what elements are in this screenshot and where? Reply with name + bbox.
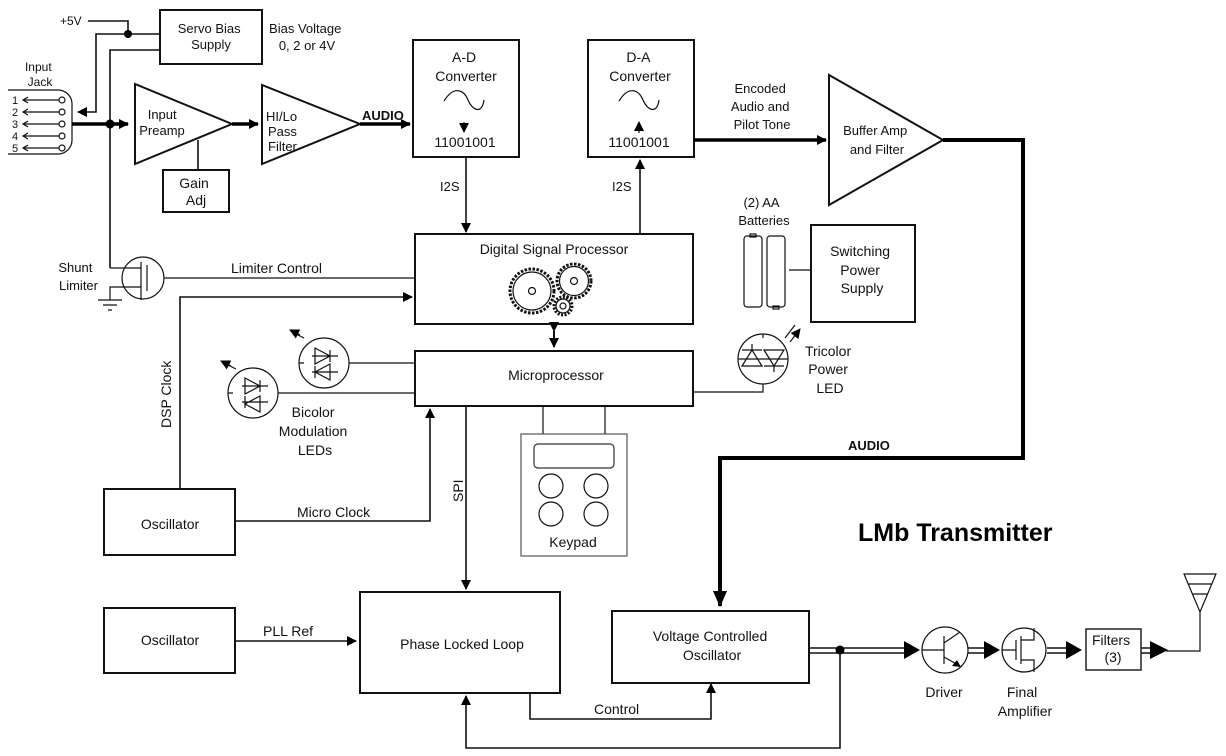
micro-clock-wire	[235, 408, 435, 522]
hilo-filter-label: HI/Lo Pass Filter	[266, 109, 301, 154]
filters-block	[1085, 628, 1142, 671]
final-amp-label: Final Amplifier	[998, 684, 1053, 719]
bicolor-leds-label: Bicolor Modulation LEDs	[279, 404, 351, 458]
oscillator-pll-label: Oscillator	[141, 632, 200, 648]
svg-text:4: 4	[12, 131, 18, 143]
dsp-clock-wire	[179, 292, 413, 488]
tricolor-led-icon	[737, 325, 800, 385]
bias-to-jack-wire	[77, 33, 128, 117]
micro-clock-label: Micro Clock	[297, 504, 371, 520]
bias-voltage-label: Bias Voltage 0, 2 or 4V	[269, 21, 345, 53]
sine-wave-icon	[618, 90, 660, 110]
junction-dot	[105, 119, 115, 129]
oscillator-pll-block	[103, 607, 236, 674]
control-wire	[529, 683, 716, 720]
filters-label: Filters (3)	[1092, 632, 1134, 665]
i2s-da-label: I2S	[612, 179, 632, 194]
vco-label: Voltage Controlled Oscillator	[653, 628, 771, 663]
gain-adj-label: Gain Adj	[179, 175, 212, 208]
buffer-amp-label: Buffer Amp and Filter	[843, 123, 911, 157]
gain-adj-block	[162, 169, 230, 213]
encoded-audio-label: Encoded Audio and Pilot Tone	[731, 81, 793, 132]
servo-bias-label: Servo Bias Supply	[178, 21, 245, 52]
bias-to-shunt-wire	[109, 49, 160, 268]
ad-converter-label: A-D Converter	[435, 49, 497, 84]
microprocessor-label: Microprocessor	[508, 367, 604, 383]
aa-batteries-label: (2) AA Batteries	[738, 195, 790, 228]
hilo-pass-filter-block	[261, 83, 363, 166]
input-jack-pins: 1 2 3 4 5	[12, 95, 66, 155]
keypad-buttons	[538, 473, 609, 527]
oscillator-micro-label: Oscillator	[141, 516, 200, 532]
battery-icon	[743, 233, 786, 310]
sine-wave-icon	[443, 90, 485, 110]
pll-label: Phase Locked Loop	[400, 636, 524, 652]
plus5v-label: +5V	[60, 14, 82, 28]
oscillator-micro-block	[103, 488, 236, 556]
shunt-limiter-label: Shunt Limiter	[58, 260, 98, 293]
vco-block	[611, 610, 810, 684]
tricolor-led-label: Tricolor Power LED	[805, 343, 855, 396]
microprocessor-block	[414, 350, 694, 407]
input-jack-connector	[8, 89, 73, 155]
input-preamp-block	[134, 82, 235, 166]
diagram-title: LMb Transmitter	[858, 519, 1053, 547]
audio-to-vco-wire	[713, 138, 1025, 607]
input-jack-label: Input Jack	[25, 60, 55, 89]
pll-ref-label: PLL Ref	[263, 623, 313, 639]
plus5v-wire	[88, 20, 160, 35]
antenna-icon	[1183, 573, 1217, 614]
final-amplifier-fet-icon	[1001, 627, 1047, 673]
shunt-limiter-fet-icon	[98, 256, 165, 311]
servo-bias-supply-block	[159, 9, 263, 65]
spi-label: SPI	[450, 479, 466, 502]
da-converter-block	[587, 39, 695, 158]
switching-power-supply-block	[810, 224, 916, 323]
da-bits: 11001001	[608, 134, 669, 150]
switching-ps-label: Switching Power Supply	[830, 243, 894, 296]
ad-bits: 11001001	[434, 134, 495, 150]
da-converter-label: D-A Converter	[609, 49, 671, 84]
feedback-wire	[461, 650, 841, 749]
audio-label-top: AUDIO	[362, 108, 404, 123]
limiter-control-label: Limiter Control	[231, 260, 322, 276]
control-label: Control	[594, 701, 639, 717]
keypad-display	[533, 443, 615, 469]
buffer-amp-filter-block	[828, 73, 946, 207]
driver-label: Driver	[925, 684, 963, 700]
rf-output-path	[809, 590, 1201, 659]
input-preamp-label: Input Preamp	[139, 107, 185, 138]
svg-text:2: 2	[12, 107, 18, 119]
ad-converter-block	[412, 39, 520, 158]
svg-text:5: 5	[12, 143, 18, 155]
svg-text:3: 3	[12, 119, 18, 131]
svg-text:1: 1	[12, 95, 18, 107]
dsp-clock-label: DSP Clock	[158, 360, 174, 428]
gears-icon	[508, 262, 593, 317]
driver-transistor-icon	[921, 626, 969, 674]
phase-locked-loop-block	[359, 591, 561, 694]
keypad-label: Keypad	[549, 534, 596, 550]
bicolor-led-icon-1	[290, 330, 350, 389]
bicolor-led-icon-2	[221, 361, 279, 419]
audio-label-right: AUDIO	[848, 438, 890, 453]
dsp-label: Digital Signal Processor	[480, 241, 629, 257]
i2s-ad-label: I2S	[440, 179, 460, 194]
keypad-wires	[542, 406, 606, 434]
tricolor-led-wire	[693, 384, 764, 393]
